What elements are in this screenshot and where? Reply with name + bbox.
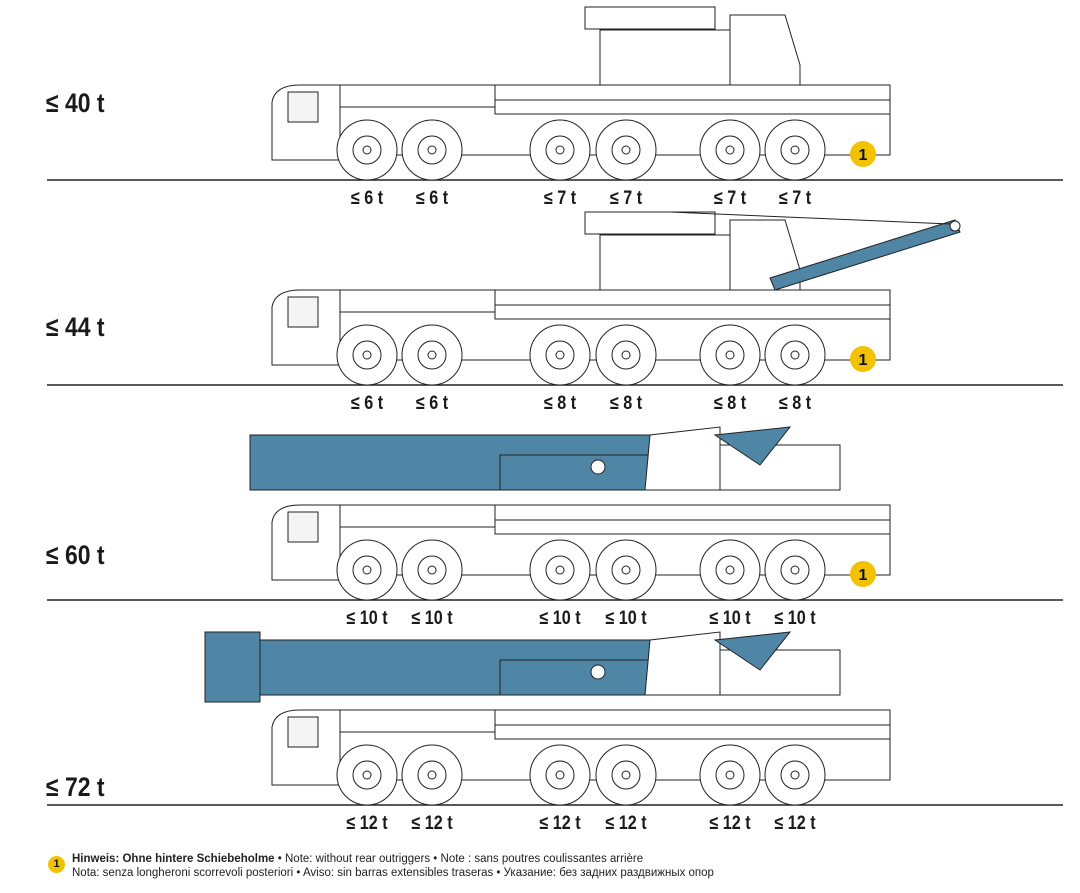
crane-cab bbox=[729, 219, 801, 291]
telescopic-boom bbox=[769, 219, 961, 291]
wheel-center bbox=[725, 350, 735, 360]
wheel-center bbox=[427, 565, 437, 575]
note-badge: 1 bbox=[48, 856, 65, 873]
axle-load-label: ≤ 12 t bbox=[774, 813, 816, 834]
superstructure bbox=[719, 444, 841, 491]
cab-window bbox=[287, 296, 319, 328]
truck bbox=[271, 6, 891, 181]
boom-pivot-pin bbox=[590, 664, 606, 680]
boom-head-sheave bbox=[949, 220, 961, 232]
wheel-center bbox=[555, 350, 565, 360]
deck bbox=[494, 99, 891, 115]
axle-load-label: ≤ 6 t bbox=[415, 188, 449, 209]
note-badge: 1 bbox=[850, 561, 876, 587]
wheel-center bbox=[555, 565, 565, 575]
wheel-center bbox=[362, 565, 372, 575]
cab-window bbox=[287, 91, 319, 123]
axle-load-label: ≤ 12 t bbox=[605, 813, 647, 834]
note-badge-circle bbox=[850, 141, 876, 167]
cab-window bbox=[287, 716, 319, 748]
crane-cab bbox=[729, 14, 801, 86]
truck bbox=[271, 211, 961, 386]
engine-cover bbox=[339, 709, 496, 733]
axle-load-label: ≤ 8 t bbox=[713, 393, 747, 414]
axle-load-label: ≤ 8 t bbox=[609, 393, 643, 414]
wheel-center bbox=[362, 145, 372, 155]
axle-load-label: ≤ 10 t bbox=[346, 608, 388, 629]
deck bbox=[494, 519, 891, 535]
axle-load-label: ≤ 12 t bbox=[709, 813, 751, 834]
wheel-center bbox=[725, 565, 735, 575]
axle-load-label: ≤ 7 t bbox=[713, 188, 747, 209]
boom-pivot bbox=[713, 631, 792, 671]
axle-load-label: ≤ 12 t bbox=[539, 813, 581, 834]
wheel-center bbox=[790, 350, 800, 360]
axle-load-label: ≤ 6 t bbox=[415, 393, 449, 414]
deck bbox=[494, 304, 891, 320]
wheel-center bbox=[621, 565, 631, 575]
wheel-center bbox=[790, 565, 800, 575]
truck bbox=[204, 631, 891, 806]
wheel-center bbox=[621, 770, 631, 780]
wheel-center bbox=[621, 350, 631, 360]
axle-load-label: ≤ 10 t bbox=[774, 608, 816, 629]
truck bbox=[249, 426, 891, 601]
guy-line bbox=[669, 211, 951, 225]
axle-load-label: ≤ 7 t bbox=[543, 188, 577, 209]
note-badge-circle bbox=[850, 346, 876, 372]
total-weight-label: ≤ 40 t bbox=[46, 88, 105, 118]
axle-load-label: ≤ 10 t bbox=[539, 608, 581, 629]
axle-load-label: ≤ 7 t bbox=[609, 188, 643, 209]
note-line2: Nota: senza longheroni scorrevoli poster… bbox=[72, 867, 714, 879]
deck bbox=[494, 724, 891, 740]
total-weight-label: ≤ 60 t bbox=[46, 540, 105, 570]
note-badge: 1 bbox=[850, 346, 876, 372]
wheel-center bbox=[362, 350, 372, 360]
crane-cab bbox=[644, 426, 721, 491]
axle-load-label: ≤ 12 t bbox=[411, 813, 453, 834]
wheel-center bbox=[790, 770, 800, 780]
note-badge-label: 1 bbox=[859, 352, 868, 369]
wheel-center bbox=[427, 145, 437, 155]
total-weight-label: ≤ 72 t bbox=[46, 772, 105, 802]
axle-load-label: ≤ 6 t bbox=[350, 188, 384, 209]
wheel-center bbox=[790, 145, 800, 155]
note-badge: 1 bbox=[850, 141, 876, 167]
axle-load-label: ≤ 12 t bbox=[346, 813, 388, 834]
crane-cab bbox=[644, 631, 721, 696]
note-badge-label: 1 bbox=[859, 147, 868, 164]
axle-load-label: ≤ 10 t bbox=[411, 608, 453, 629]
axle-load-label: ≤ 7 t bbox=[778, 188, 812, 209]
boom-head bbox=[204, 631, 261, 703]
total-weight-label: ≤ 44 t bbox=[46, 312, 105, 342]
wheel-center bbox=[555, 145, 565, 155]
counterweight-frame bbox=[584, 6, 716, 30]
cab-window bbox=[287, 511, 319, 543]
wheel-center bbox=[362, 770, 372, 780]
boom-pivot bbox=[713, 426, 792, 466]
wheel-center bbox=[725, 770, 735, 780]
note-badge-label: 1 bbox=[859, 567, 868, 584]
note-line1: • Note: without rear outriggers • Note :… bbox=[274, 853, 644, 865]
wheel-center bbox=[725, 145, 735, 155]
wheel-center bbox=[621, 145, 631, 155]
wheel-center bbox=[427, 770, 437, 780]
wheel-center bbox=[427, 350, 437, 360]
counterweight-frame bbox=[584, 211, 716, 235]
axle-load-label: ≤ 10 t bbox=[709, 608, 751, 629]
axle-load-label: ≤ 8 t bbox=[543, 393, 577, 414]
note-title: Hinweis: Ohne hintere Schiebeholme bbox=[72, 853, 275, 865]
note-badge-circle bbox=[850, 561, 876, 587]
boom-base bbox=[499, 659, 651, 696]
superstructure bbox=[719, 649, 841, 696]
axle-load-label: ≤ 10 t bbox=[605, 608, 647, 629]
axle-load-label: ≤ 6 t bbox=[350, 393, 384, 414]
boom-pivot-pin bbox=[590, 459, 606, 475]
wheel-center bbox=[555, 770, 565, 780]
axle-load-label: ≤ 8 t bbox=[778, 393, 812, 414]
